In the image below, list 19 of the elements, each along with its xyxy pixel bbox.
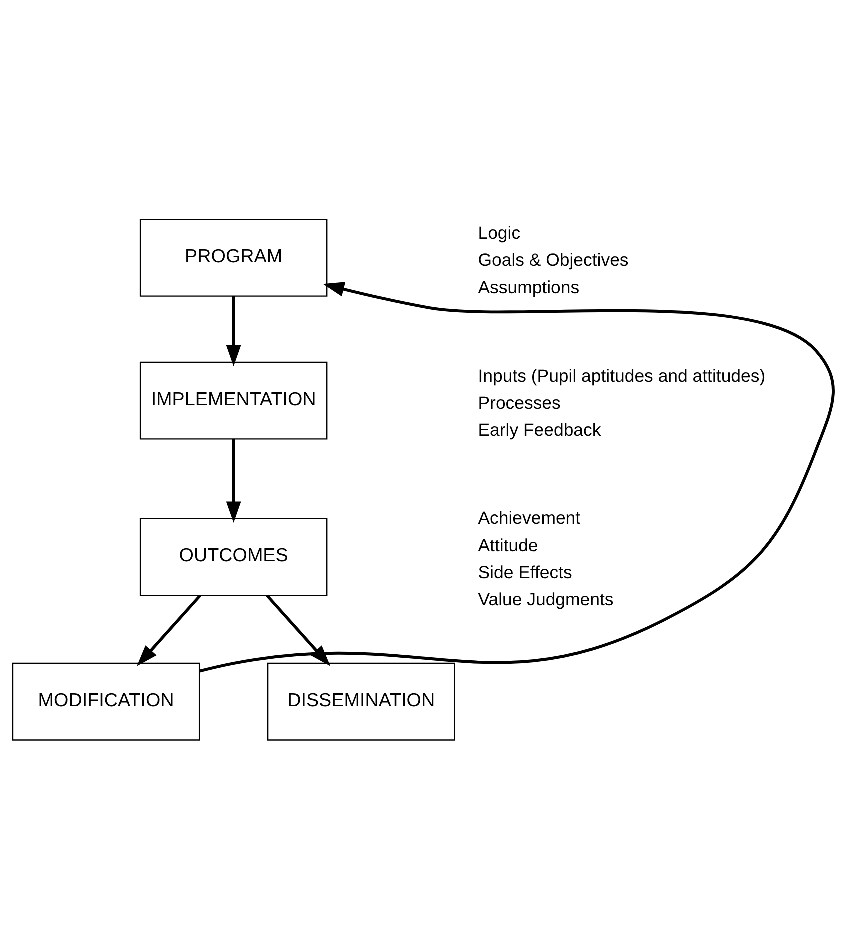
node-label: Assumptions [478, 277, 580, 298]
node-label: Processes [478, 393, 561, 414]
node-label: Achievement [478, 508, 581, 528]
node-label: Value Judgments [478, 590, 614, 610]
node-label: Early Feedback [478, 420, 602, 440]
node-label: Inputs (Pupil aptitudes and attitudes) [478, 366, 766, 386]
arrow [226, 439, 242, 524]
node-box: PROGRAM [140, 218, 328, 297]
node-box: MODIFICATION [12, 662, 200, 741]
node-label: Goals & Objectives [478, 250, 629, 270]
node-label: Attitude [478, 535, 538, 556]
node-box: OUTCOMES [140, 518, 328, 596]
arrow [137, 594, 202, 666]
arrow [226, 296, 242, 367]
node-box: DISSEMINATION [267, 662, 456, 741]
arrow [199, 282, 835, 673]
node-box: IMPLEMENTATION [140, 362, 328, 440]
node-label: Side Effects [478, 562, 572, 583]
node-label: Logic [478, 223, 521, 244]
